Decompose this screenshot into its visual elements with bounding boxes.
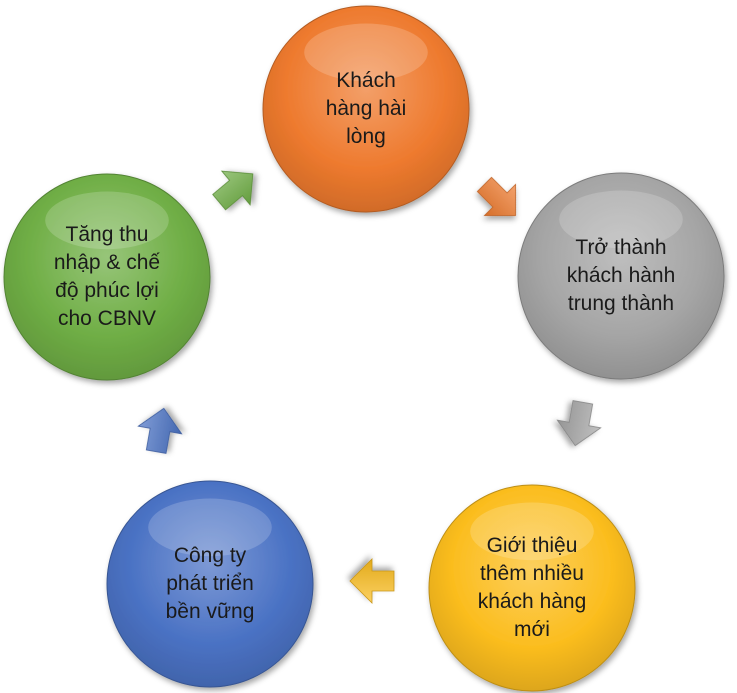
arrow-loyal-to-referral (556, 400, 602, 447)
node-circle-satisfied (262, 5, 470, 213)
arrow-referral-to-sustainable (349, 558, 395, 604)
node-circle-income (3, 173, 211, 381)
arrow-income-to-satisfied (212, 170, 254, 211)
node-gloss-income (45, 191, 169, 250)
node-gloss-loyal (559, 190, 683, 249)
node-gloss-sustainable (148, 498, 272, 557)
node-gloss-satisfied (304, 23, 428, 82)
node-circle-sustainable (106, 480, 314, 688)
node-gloss-referral (470, 502, 594, 561)
arrow-satisfied-to-loyal (476, 176, 516, 216)
arrow-sustainable-to-income (137, 407, 183, 454)
node-circle-loyal (517, 172, 725, 380)
node-circle-referral (428, 484, 636, 692)
